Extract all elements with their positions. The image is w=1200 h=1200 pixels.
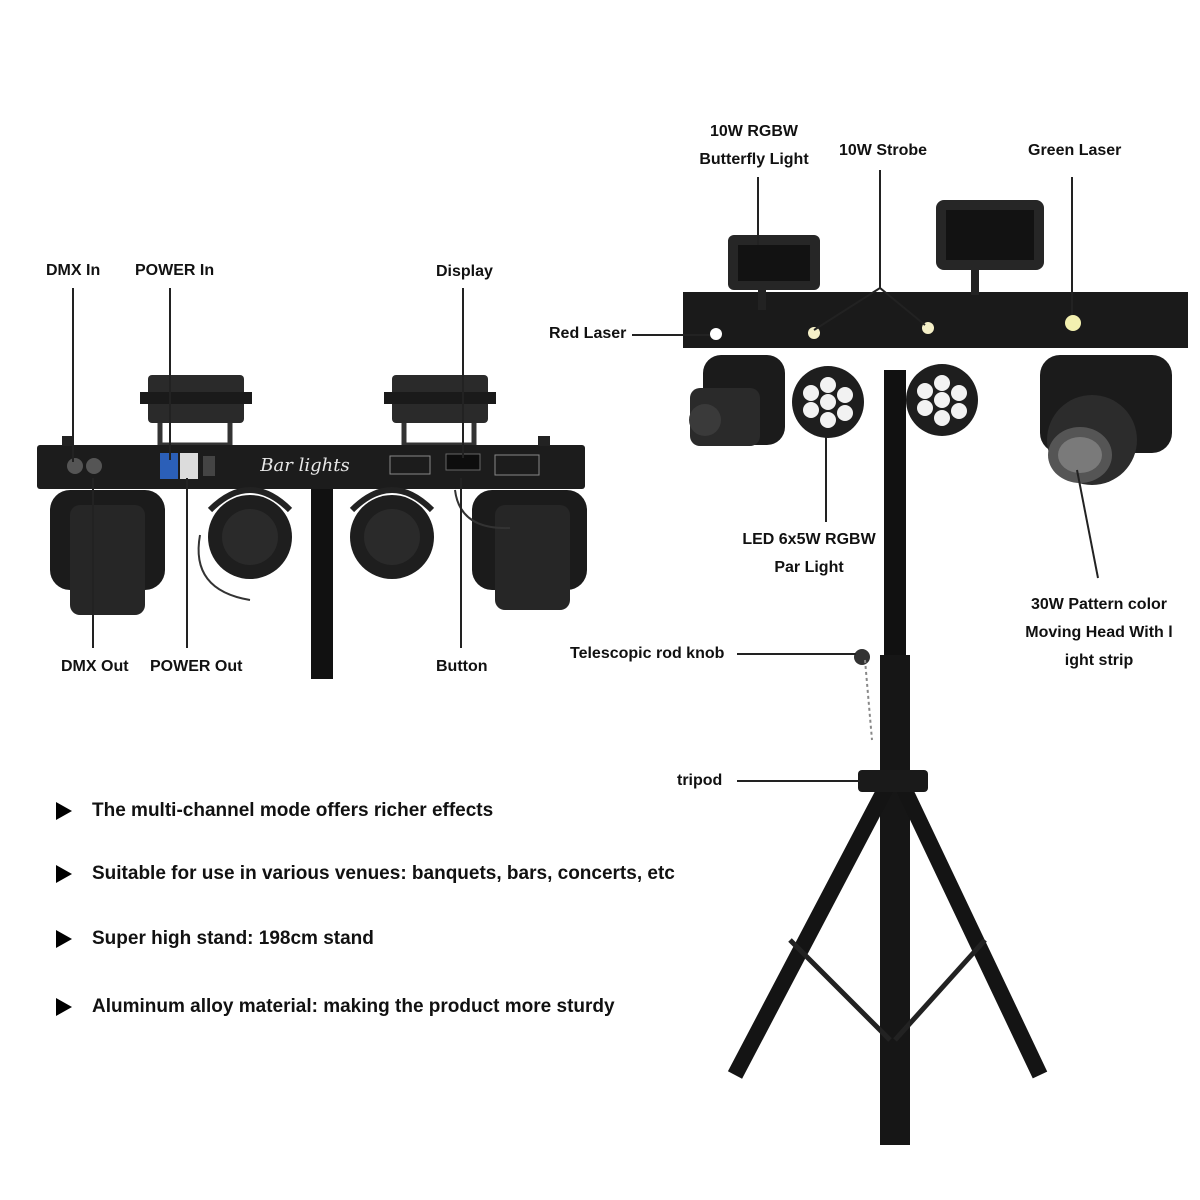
label-button: Button	[436, 658, 488, 675]
label-moving-head-line3: ight strip	[1064, 652, 1134, 669]
rear-moving-head-left	[50, 490, 165, 615]
rear-butterfly-light-left	[140, 375, 252, 448]
front-par-light-right	[906, 364, 978, 436]
telescopic-rod-knob	[854, 649, 873, 741]
rear-callout-lines	[72, 288, 464, 648]
label-par-light-line2: Par Light	[774, 559, 844, 576]
rear-stand-pole	[311, 489, 333, 679]
feature-item: Aluminum alloy material: making the prod…	[56, 992, 615, 1022]
tripod	[727, 370, 1048, 1145]
label-power-in: POWER In	[135, 262, 215, 279]
label-red-laser: Red Laser	[549, 325, 627, 342]
front-callout-lines	[632, 170, 1099, 782]
rear-par-light-left	[207, 487, 293, 579]
front-butterfly-light-left	[728, 235, 820, 310]
triangle-bullet-icon	[56, 930, 72, 948]
feature-item: Super high stand: 198cm stand	[56, 924, 374, 954]
label-strobe: 10W Strobe	[839, 142, 928, 159]
label-power-out: POWER Out	[150, 658, 243, 675]
label-dmx-out: DMX Out	[61, 658, 129, 675]
front-moving-head-right	[1040, 355, 1172, 485]
strobe-left	[808, 327, 820, 339]
front-light-bar	[683, 292, 1188, 348]
front-par-light-left	[792, 366, 864, 438]
feature-text: Suitable for use in various venues: banq…	[92, 863, 675, 884]
label-butterfly-light: 10W RGBW Butterfly Light	[699, 118, 808, 174]
label-tripod: tripod	[677, 772, 723, 789]
feature-text: Super high stand: 198cm stand	[92, 928, 374, 949]
feature-item: Suitable for use in various venues: banq…	[56, 859, 675, 889]
front-butterfly-light-right	[936, 200, 1044, 295]
feature-item: The multi-channel mode offers richer eff…	[56, 796, 493, 826]
rear-moving-head-right	[472, 490, 587, 610]
label-dmx-in: DMX In	[46, 262, 101, 279]
triangle-bullet-icon	[56, 865, 72, 883]
triangle-bullet-icon	[56, 998, 72, 1016]
label-green-laser: Green Laser	[1028, 142, 1122, 159]
rear-light-bar: Bar lights	[37, 436, 585, 489]
green-laser-aperture	[1065, 315, 1081, 331]
rear-par-light-right	[349, 487, 435, 579]
triangle-bullet-icon	[56, 802, 72, 820]
red-laser-aperture	[710, 328, 722, 340]
label-butterfly-light-line1: 10W RGBW	[709, 123, 798, 140]
label-butterfly-light-line2: Butterfly Light	[699, 151, 809, 168]
label-par-light: LED 6x5W RGBW Par Light	[742, 526, 875, 582]
label-moving-head-line2: Moving Head With l	[1025, 624, 1173, 641]
label-par-light-line1: LED 6x5W RGBW	[742, 531, 876, 548]
label-display: Display	[436, 263, 493, 280]
label-telescopic-knob: Telescopic rod knob	[570, 645, 725, 662]
label-moving-head-line1: 30W Pattern color	[1030, 596, 1168, 613]
label-moving-head: 30W Pattern color Moving Head With l igh…	[1025, 591, 1172, 675]
feature-text: The multi-channel mode offers richer eff…	[92, 800, 494, 821]
feature-text: Aluminum alloy material: making the prod…	[92, 996, 615, 1017]
rear-bar-brand-text: Bar lights	[259, 455, 349, 476]
front-moving-head-left	[689, 355, 785, 446]
